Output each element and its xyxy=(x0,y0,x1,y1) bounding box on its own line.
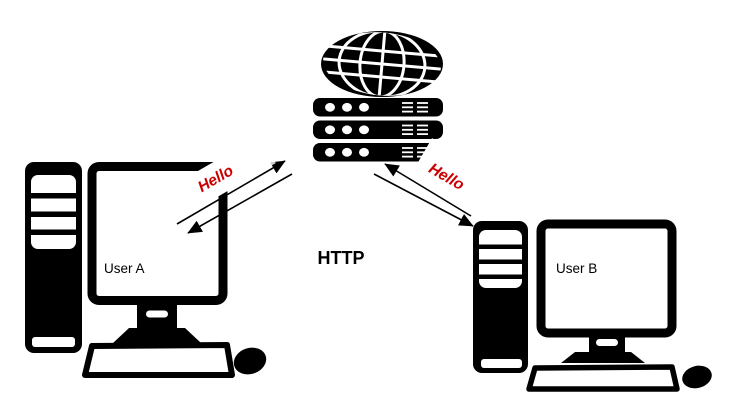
mouse-icon xyxy=(682,365,712,389)
protocol-label: HTTP xyxy=(318,248,365,268)
keyboard-icon xyxy=(82,342,235,378)
tower-icon xyxy=(21,158,86,357)
server-rack-icon xyxy=(313,143,443,162)
server-rack-icon xyxy=(313,98,443,117)
server-rack-icon xyxy=(313,120,443,139)
monitor-frame xyxy=(536,219,677,338)
user-b-label: User B xyxy=(556,261,597,276)
user-a-label: User A xyxy=(104,261,145,276)
monitor-stand-base xyxy=(561,352,645,363)
message-label-band-left-overlay xyxy=(160,135,276,221)
monitor-icon: User B xyxy=(536,219,677,363)
arrow-server-to-user-b xyxy=(373,173,474,227)
monitor-stand-slot xyxy=(596,339,618,346)
computer-user-a: User A xyxy=(21,158,267,378)
tower-icon xyxy=(469,217,532,377)
keyboard-icon xyxy=(526,364,680,392)
arrow-user-b-to-server xyxy=(384,163,472,217)
internet-server-icon xyxy=(313,28,444,162)
computer-user-b: User B xyxy=(469,217,712,392)
message-label-band-right-overlay xyxy=(416,138,523,219)
arrow-server-to-user-a xyxy=(187,173,293,234)
monitor-stand-base xyxy=(113,328,201,343)
arrow-user-a-to-server xyxy=(176,160,286,225)
globe-icon xyxy=(320,28,444,100)
mouse-icon xyxy=(233,347,267,375)
monitor-stand-slot xyxy=(146,310,168,318)
